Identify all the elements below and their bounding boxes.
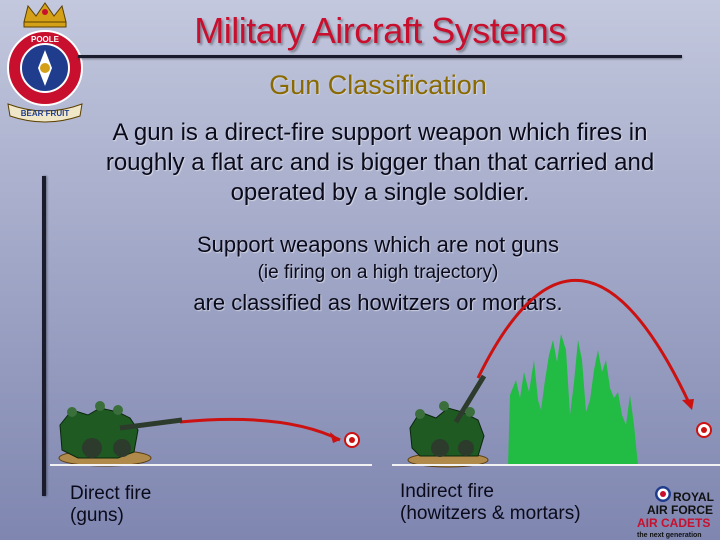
direct-fire-trajectory	[179, 417, 341, 442]
indirect-fire-caption: Indirect fire (howitzers & mortars)	[400, 481, 581, 525]
indirect-fire-sublabel: (howitzers & mortars)	[400, 503, 581, 524]
title-divider	[78, 55, 682, 58]
roundel-icon	[655, 486, 671, 502]
left-divider	[42, 176, 46, 496]
howitzer-crew-icon	[407, 374, 489, 468]
logo-royal: ROYAL	[673, 490, 714, 504]
support-line-2: (ie firing on a high trajectory)	[257, 262, 499, 283]
hill-icon	[508, 334, 638, 466]
ground-line-right	[392, 464, 720, 466]
ground-line-left	[50, 464, 372, 466]
indirect-fire-trajectory	[476, 279, 692, 406]
crest-motto: BEAR FRUIT	[21, 109, 70, 118]
page-subtitle: Gun Classification	[269, 70, 487, 100]
logo-air-cadets: AIR CADETS	[637, 516, 710, 530]
target-icon	[696, 422, 712, 438]
intro-paragraph: A gun is a direct-fire support weapon wh…	[105, 119, 655, 206]
logo-tagline: the next generation	[637, 532, 702, 539]
crest-ring-text: POOLE	[31, 35, 60, 44]
direct-fire-caption: Direct fire (guns)	[70, 483, 151, 527]
direct-fire-label: Direct fire	[70, 483, 152, 504]
support-line-1: Support weapons which are not guns	[196, 232, 559, 257]
direct-fire-sublabel: (guns)	[70, 505, 124, 526]
page-title: Military Aircraft Systems	[194, 10, 566, 51]
target-icon	[344, 432, 360, 448]
indirect-fire-label: Indirect fire	[400, 481, 494, 502]
gun-crew-icon	[58, 401, 183, 467]
crest-icon: POOLE BEAR FRUIT	[7, 2, 83, 123]
logo-air-force: AIR FORCE	[647, 503, 713, 517]
raf-air-cadets-logo: ROYAL AIR FORCE AIR CADETS the next gene…	[637, 486, 714, 539]
support-line-3: are classified as howitzers or mortars.	[193, 290, 563, 315]
